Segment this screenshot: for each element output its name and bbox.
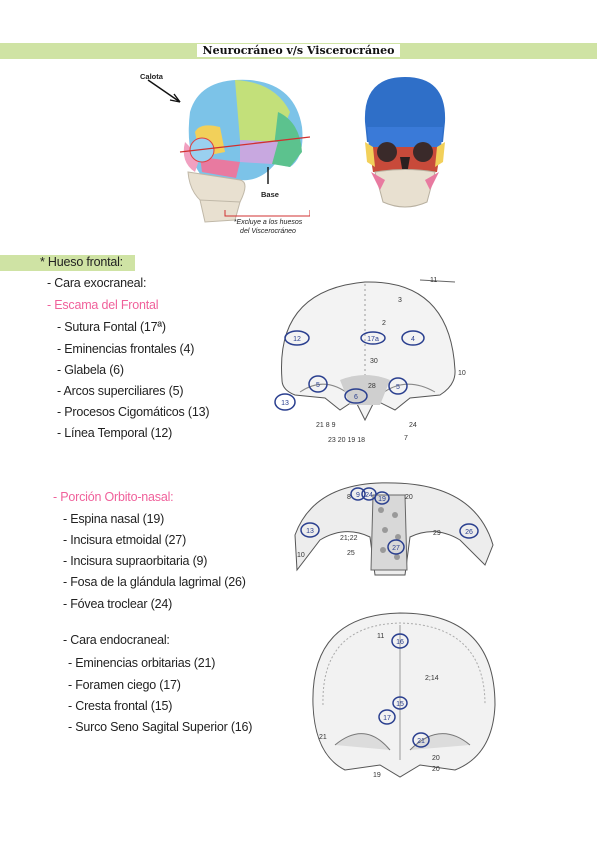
list-item: - Cara endocraneal: [63, 633, 170, 647]
list-item: - Surco Seno Sagital Superior (16) [68, 720, 253, 734]
list-item: - Glabela (6) [57, 363, 124, 377]
svg-text:27: 27 [392, 545, 400, 552]
svg-text:26: 26 [465, 529, 473, 536]
svg-text:9: 9 [356, 492, 360, 499]
svg-text:7: 7 [404, 435, 408, 442]
page-title: Neurocráneo v/s Viscerocráneo [0, 43, 597, 59]
skull-lateral-figure [147, 79, 310, 223]
frontal-bone-anterior-figure: 11 3 2 10 30 28 21 8 9 23 20 19 18 24 7 … [274, 277, 466, 444]
section-highlight [0, 255, 135, 271]
svg-text:5: 5 [316, 382, 320, 389]
list-item: - Arcos superciliares (5) [57, 384, 184, 398]
svg-text:19: 19 [373, 772, 381, 779]
list-item: - Sutura Fontal (17ª) [57, 320, 166, 334]
svg-text:13: 13 [281, 400, 289, 407]
section-heading: * Hueso frontal: [40, 255, 123, 269]
svg-text:6: 6 [354, 394, 358, 401]
svg-text:12: 12 [293, 336, 301, 343]
svg-text:25: 25 [347, 550, 355, 557]
svg-text:21: 21 [417, 738, 425, 745]
list-item: - Porción Orbito-nasal: [53, 490, 174, 504]
svg-text:11: 11 [430, 277, 437, 284]
svg-text:21: 21 [319, 734, 327, 741]
svg-text:13: 13 [306, 528, 314, 535]
svg-text:17a: 17a [367, 336, 379, 343]
svg-text:2;14: 2;14 [425, 675, 439, 682]
svg-text:15: 15 [396, 701, 404, 708]
svg-text:30: 30 [370, 358, 378, 365]
svg-text:8: 8 [347, 494, 351, 501]
list-item: - Incisura etmoidal (27) [63, 533, 187, 547]
svg-text:4: 4 [411, 336, 415, 343]
frontal-bone-inferior-figure: 8 20 21;22 29 10 25 9 24 19 13 26 27 [294, 482, 494, 576]
list-item: - Línea Temporal (12) [57, 426, 173, 440]
svg-text:5: 5 [396, 384, 400, 391]
svg-text:28: 28 [368, 383, 376, 390]
list-item: - Incisura supraorbitaria (9) [63, 554, 208, 568]
list-item: - Eminencias orbitarias (21) [68, 656, 216, 670]
list-item: - Espina nasal (19) [63, 512, 165, 526]
list-item: - Fosa de la glándula lagrimal (26) [63, 575, 246, 589]
calota-label: Calota [140, 72, 163, 81]
svg-text:24: 24 [409, 422, 417, 429]
svg-text:23 20 19 18: 23 20 19 18 [328, 437, 365, 444]
list-item: - Escama del Frontal [47, 298, 159, 312]
list-item: - Cara exocraneal: [47, 276, 147, 290]
list-item: - Foramen ciego (17) [68, 678, 181, 692]
svg-text:20: 20 [432, 766, 440, 773]
base-label: Base [261, 190, 279, 199]
svg-text:3: 3 [398, 297, 402, 304]
svg-text:21 8 9: 21 8 9 [316, 422, 336, 429]
svg-text:2: 2 [382, 320, 386, 327]
svg-text:11: 11 [377, 633, 384, 640]
svg-text:20: 20 [405, 494, 413, 501]
skull-frontal-figure [364, 77, 446, 208]
svg-text:21;22: 21;22 [340, 535, 358, 542]
svg-text:19: 19 [378, 496, 386, 503]
list-item: - Procesos Cigomáticos (13) [57, 405, 210, 419]
svg-text:16: 16 [396, 639, 404, 646]
svg-text:24: 24 [365, 492, 373, 499]
svg-text:10: 10 [297, 552, 305, 559]
svg-text:17: 17 [383, 715, 391, 722]
figure-callouts: 11 3 2 10 30 28 21 8 9 23 20 19 18 24 7 [316, 277, 466, 444]
svg-text:10: 10 [458, 370, 466, 377]
svg-text:20: 20 [432, 755, 440, 762]
list-item: - Cresta frontal (15) [68, 699, 173, 713]
list-item: - Fóvea troclear (24) [63, 597, 173, 611]
list-item: - Eminencias frontales (4) [57, 342, 195, 356]
frontal-bone-endocranial-figure: 11 2;14 21 20 20 19 16 15 17 21 [312, 612, 496, 779]
svg-text:29: 29 [433, 530, 441, 537]
